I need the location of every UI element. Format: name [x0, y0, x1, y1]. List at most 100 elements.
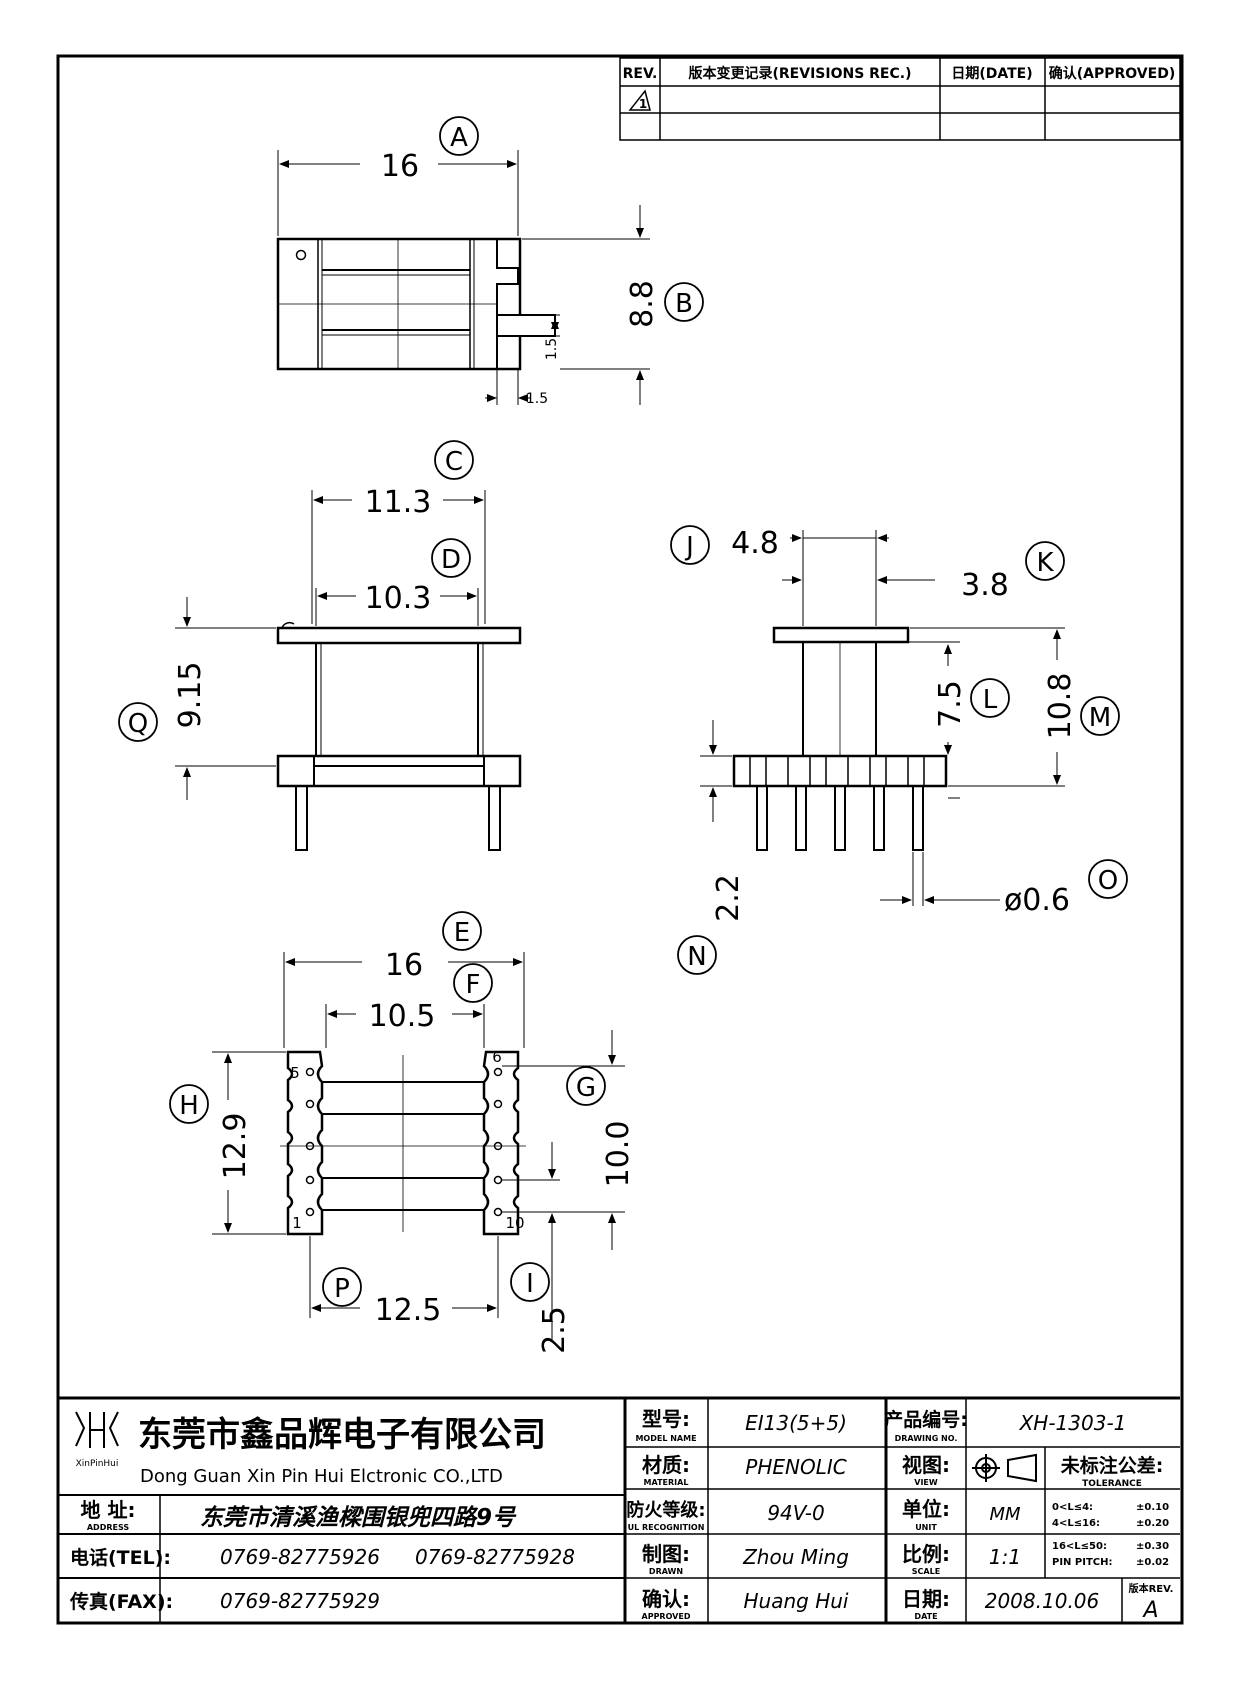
rev-row1-number: 1 — [639, 97, 647, 111]
material-label-en: MATERIAL — [644, 1478, 689, 1487]
dim-j-tag: J — [684, 532, 694, 562]
scale-label-en: SCALE — [912, 1567, 940, 1576]
tolerance-label: 未标注公差: — [1060, 1454, 1164, 1477]
dim-q-value: 9.15 — [173, 662, 208, 729]
dim-c-balloon — [434, 440, 474, 480]
dim-q-tag: Q — [128, 709, 148, 739]
pin-label-6: 6 — [492, 1048, 502, 1066]
dim-l-balloon — [970, 678, 1010, 718]
scale-label: 比例: — [902, 1542, 950, 1566]
dim-b-tag: B — [675, 289, 693, 319]
revision-table — [619, 57, 1181, 141]
revisions-approved-header: 确认(APPROVED) — [1049, 65, 1175, 82]
drawn-value: Zhou Ming — [742, 1545, 849, 1569]
dim-h-value: 12.9 — [218, 1113, 253, 1180]
tolerance-range-2: 4<L≤16: — [1052, 1518, 1100, 1529]
pin-label-10: 10 — [505, 1214, 524, 1232]
rev-header: REV. — [623, 66, 658, 82]
tolerance-value-1: ±0.10 — [1136, 1502, 1169, 1513]
dim-k-tag: K — [1036, 548, 1054, 578]
front-view-dimensions — [175, 490, 486, 800]
side-view — [732, 626, 948, 851]
fax-label: 传真(FAX): — [69, 1590, 173, 1613]
dim-l-tag: L — [983, 685, 998, 715]
dim-p-balloon — [322, 1267, 362, 1307]
drawing-no-label: 产品编号: — [884, 1408, 968, 1431]
top-view-dimensions — [277, 150, 650, 405]
tel-label: 电话(TEL): — [70, 1546, 171, 1569]
approved-label: 确认: — [642, 1587, 690, 1611]
revisions-date-header: 日期(DATE) — [951, 66, 1032, 82]
approved-label-en: APPROVED — [642, 1612, 691, 1621]
company-name-en: Dong Guan Xin Pin Hui Elctronic CO.,LTD — [140, 1466, 503, 1487]
date-value: 2008.10.06 — [985, 1589, 1100, 1613]
dim-f-balloon — [453, 963, 493, 1003]
front-view — [276, 621, 522, 851]
dim-a-balloon — [439, 116, 479, 156]
dim-c-tag: C — [445, 447, 463, 477]
sheet-border — [56, 54, 1184, 1625]
tolerance-range-4: PIN PITCH: — [1052, 1557, 1112, 1568]
dim-b-value: 8.8 — [625, 280, 660, 328]
projection-symbol-icon — [972, 1453, 1037, 1483]
dim-o-value: ø0.6 — [1004, 883, 1070, 918]
logo-caption: XinPinHui — [76, 1459, 119, 1469]
drawn-label: 制图: — [642, 1542, 690, 1566]
side-view-dimensions — [700, 530, 1065, 906]
rev-value: A — [1141, 1598, 1158, 1623]
dim-d-tag: D — [441, 545, 461, 575]
model-label-en: MODEL NAME — [635, 1434, 696, 1443]
address-label: 地 址: — [81, 1498, 136, 1522]
tolerance-value-3: ±0.30 — [1136, 1541, 1169, 1552]
dim-b-balloon — [664, 282, 704, 322]
title-block-grid — [58, 1396, 1180, 1623]
date-label: 日期: — [902, 1587, 950, 1611]
dim-n-balloon — [677, 935, 717, 975]
bottom-view-dimensions — [212, 952, 625, 1340]
rev-triangle-icon — [628, 89, 651, 111]
tel-value-2: 0769-82775928 — [415, 1545, 575, 1569]
dim-a-tag: A — [450, 123, 468, 153]
top-view — [276, 237, 556, 371]
dim-g-tag: G — [576, 1073, 596, 1103]
model-value: EI13(5+5) — [745, 1411, 847, 1435]
company-name-cn: 东莞市鑫品辉电子有限公司 — [138, 1415, 546, 1455]
dim-i-tag: I — [526, 1269, 534, 1299]
fax-value: 0769-82775929 — [220, 1589, 380, 1613]
pin-label-5: 5 — [290, 1064, 300, 1082]
dim-tab-height-value: 1.5 — [544, 338, 560, 360]
tolerance-label-en: TOLERANCE — [1082, 1479, 1142, 1489]
dim-n-value: 2.2 — [711, 874, 746, 922]
company-logo-icon — [75, 1411, 119, 1448]
dim-m-balloon — [1080, 696, 1120, 736]
dim-p-value: 12.5 — [375, 1293, 442, 1328]
tolerance-value-4: ±0.02 — [1136, 1557, 1169, 1568]
dim-o-balloon — [1088, 859, 1128, 899]
dim-k-balloon — [1025, 541, 1065, 581]
view-label-en: VIEW — [914, 1478, 938, 1487]
dim-tab-width-value: 1.5 — [526, 391, 548, 407]
dim-f-value: 10.5 — [369, 999, 436, 1034]
dim-j-balloon — [670, 525, 710, 565]
dim-g-value: 10.0 — [601, 1121, 636, 1188]
dim-l-value: 7.5 — [933, 680, 968, 728]
ul-value: 94V-0 — [767, 1501, 824, 1525]
dim-c-value: 11.3 — [365, 485, 432, 520]
dim-i-balloon — [510, 1262, 550, 1302]
dim-h-tag: H — [179, 1091, 199, 1121]
tel-value-1: 0769-82775926 — [220, 1545, 380, 1569]
dim-k-value: 3.8 — [961, 568, 1009, 603]
address-label-en: ADDRESS — [87, 1523, 130, 1532]
ul-label-en: UL RECOGNITION — [628, 1523, 705, 1532]
date-label-en: DATE — [914, 1612, 937, 1621]
approved-value: Huang Hui — [744, 1589, 849, 1613]
bottom-view — [280, 1050, 526, 1236]
revisions-record-header: 版本变更记录(REVISIONS REC.) — [689, 65, 912, 82]
model-label: 型号: — [642, 1407, 690, 1431]
material-value: PHENOLIC — [745, 1455, 846, 1479]
dim-d-balloon — [431, 538, 471, 578]
address-value: 东莞市清溪渔樑围银兜四路9号 — [200, 1504, 517, 1531]
dim-j-value: 4.8 — [731, 526, 779, 561]
scale-value: 1:1 — [989, 1545, 1021, 1569]
dim-e-value: 16 — [385, 948, 423, 983]
